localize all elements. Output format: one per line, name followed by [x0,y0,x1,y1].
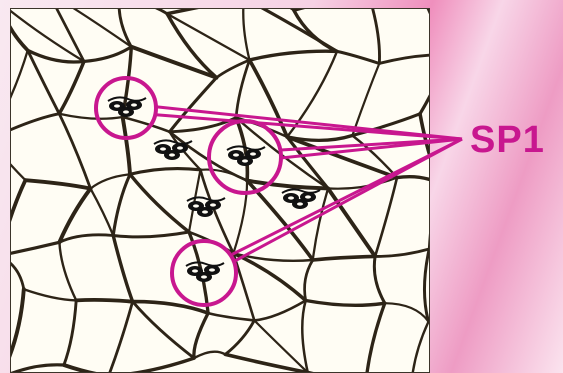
leader-line [232,139,462,262]
spore-cluster-top-left [108,97,146,117]
spore-cluster-bottom [186,262,224,282]
spore-cluster-center [227,146,265,166]
spore [164,150,180,160]
sp1-label: SP1 [470,119,545,162]
spore [237,156,253,166]
leader-line [156,115,462,139]
spore-cluster-middle-left [187,197,225,217]
spore [197,207,213,217]
spore-cluster-middle-right [282,189,320,209]
spore [118,107,134,117]
spore [292,199,308,209]
spore-cluster-upper-left [154,140,192,160]
spore [196,272,212,282]
